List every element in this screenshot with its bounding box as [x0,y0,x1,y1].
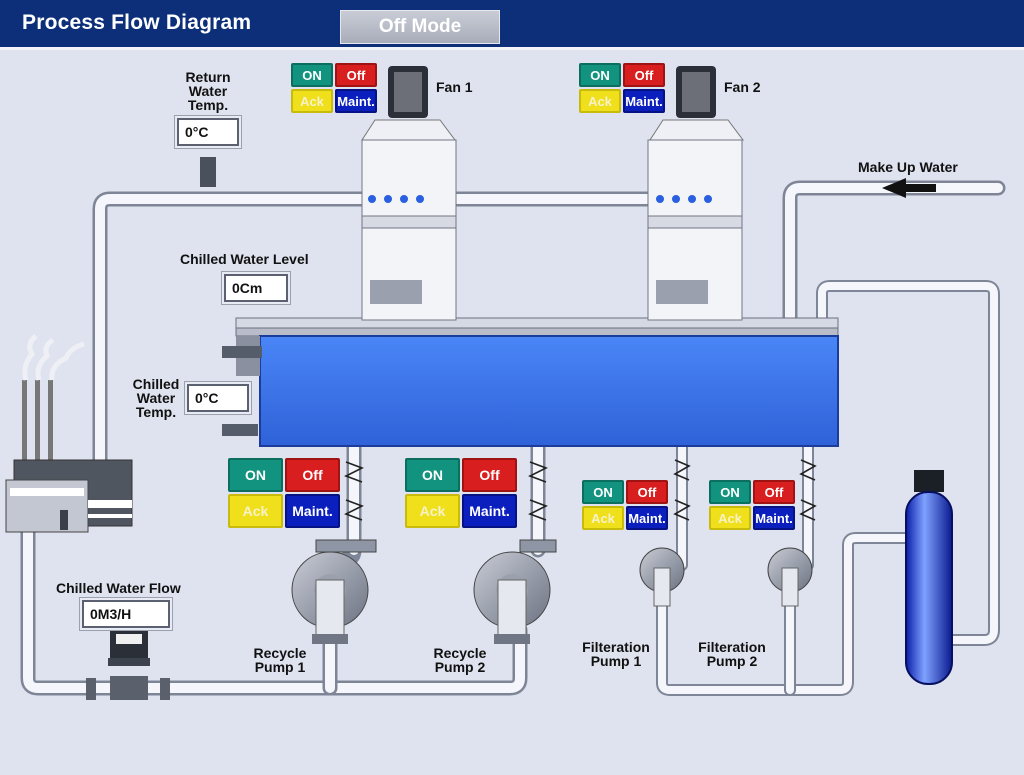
fan-1-ack-button[interactable]: Ack [291,89,333,113]
recycle-pump-1-off-button[interactable]: Off [285,458,340,492]
recycle-pump-1 [291,539,377,644]
fan-2-maint-button[interactable]: Maint. [623,89,665,113]
filtration-pump-2-off-button[interactable]: Off [753,480,795,504]
chilled-water-level-value: 0Cm [224,274,288,302]
fan-2-label: Fan 2 [724,79,761,95]
fan-1-maint-button[interactable]: Maint. [335,89,377,113]
make-up-water-arrow [882,178,906,198]
off-mode-button[interactable]: Off Mode [340,10,500,44]
recycle-pump-1-on-button[interactable]: ON [228,458,283,492]
filtration-pump-1-off-button[interactable]: Off [626,480,668,504]
filtration-pump-2-on-button[interactable]: ON [709,480,751,504]
fan-2-on-button[interactable]: ON [579,63,621,87]
recycle-pump-2-on-button[interactable]: ON [405,458,460,492]
filter-vessel [905,470,953,685]
fan-1-label: Fan 1 [436,79,473,95]
filtration-pump-1-controls: ON Off Ack Maint. [582,480,668,530]
flow-meter [86,628,170,700]
fan-1-off-button[interactable]: Off [335,63,377,87]
filtration-pump-2 [767,547,813,607]
recycle-pump-2-maint-button[interactable]: Maint. [462,494,517,528]
recycle-pump-2-off-button[interactable]: Off [462,458,517,492]
filtration-pump-1-ack-button[interactable]: Ack [582,506,624,530]
pipe-network [20,180,1006,696]
make-up-water-label: Make Up Water [858,159,958,175]
fan-2-off-button[interactable]: Off [623,63,665,87]
return-water-temp-value: 0°C [177,118,239,146]
fan-2-unit [647,66,744,321]
fan-2-controls: ON Off Ack Maint. [579,63,665,113]
chilled-water-tank [222,317,839,447]
return-temp-sensor [200,157,216,187]
recycle-pump-1-ack-button[interactable]: Ack [228,494,283,528]
header-bar: Process Flow Diagram Off Mode [0,0,1024,50]
chilled-water-level-label: Chilled Water Level [180,251,309,267]
filtration-pump-2-controls: ON Off Ack Maint. [709,480,795,530]
fan-1-unit [361,66,457,321]
recycle-pump-2-controls: ON Off Ack Maint. [405,458,517,528]
filtration-pump-1-on-button[interactable]: ON [582,480,624,504]
valve-symbols [344,459,817,521]
recycle-pump-2-ack-button[interactable]: Ack [405,494,460,528]
recycle-pump-1-controls: ON Off Ack Maint. [228,458,340,528]
filtration-pump-2-ack-button[interactable]: Ack [709,506,751,530]
fan-1-on-button[interactable]: ON [291,63,333,87]
filtration-pump-2-maint-button[interactable]: Maint. [753,506,795,530]
chilled-water-temp-value: 0°C [187,384,249,412]
chiller-unit [5,334,133,533]
fan-1-controls: ON Off Ack Maint. [291,63,377,113]
process-diagram [5,66,1006,700]
chilled-water-flow-value: 0M3/H [82,600,170,628]
filtration-pump-1 [639,547,685,607]
recycle-pump-1-maint-button[interactable]: Maint. [285,494,340,528]
filtration-pump-1-maint-button[interactable]: Maint. [626,506,668,530]
fan-2-ack-button[interactable]: Ack [579,89,621,113]
page-title: Process Flow Diagram [22,11,252,34]
chilled-water-flow-label: Chilled Water Flow [56,580,181,596]
recycle-pump-2 [473,539,557,644]
